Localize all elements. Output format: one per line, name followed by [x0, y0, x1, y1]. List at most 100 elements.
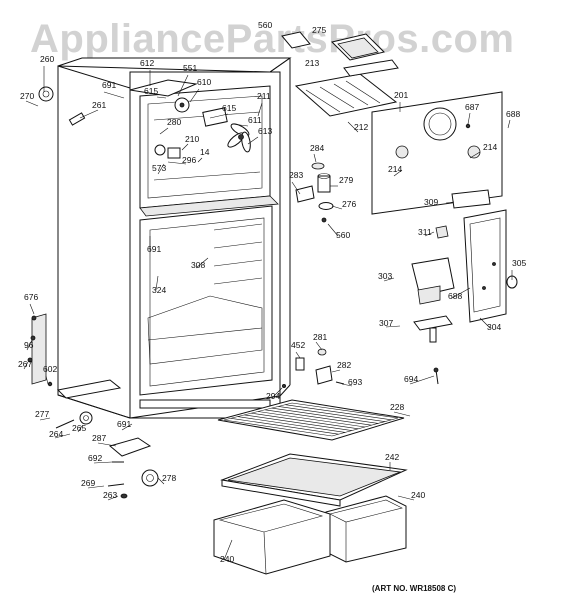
part-label-691c[interactable]: 691: [117, 419, 131, 429]
part-label-280[interactable]: 280: [167, 117, 181, 127]
lower-left-parts: [27, 315, 159, 499]
leader-line: [469, 151, 481, 159]
part-label-211[interactable]: 211: [257, 91, 271, 101]
part-label-615a[interactable]: 615: [144, 86, 158, 96]
part-label-278[interactable]: 278: [162, 473, 176, 483]
leader-line: [295, 351, 301, 359]
leader-line: [331, 205, 343, 210]
part-label-260[interactable]: 260: [40, 54, 54, 64]
leader-line: [167, 161, 187, 165]
part-label-267[interactable]: 267: [18, 359, 32, 369]
part-label-212[interactable]: 212: [354, 122, 368, 132]
shelf-wire: [285, 404, 392, 421]
part-label-688a[interactable]: 688: [506, 109, 520, 119]
part-label-693[interactable]: 693: [348, 377, 362, 387]
part-label-551[interactable]: 551: [183, 63, 197, 73]
leader-line: [45, 375, 49, 385]
part-label-284[interactable]: 284: [310, 143, 324, 153]
leader-line: [156, 96, 167, 99]
part-label-308[interactable]: 308: [191, 260, 205, 270]
part-label-240a[interactable]: 240: [411, 490, 425, 500]
part-label-294[interactable]: 294: [266, 391, 280, 401]
part-label-303[interactable]: 303: [378, 271, 392, 281]
part-label-264[interactable]: 264: [49, 429, 63, 439]
part-label-261[interactable]: 261: [92, 100, 106, 110]
leader-line: [479, 317, 491, 329]
part-label-560b[interactable]: 560: [336, 230, 350, 240]
part-label-263[interactable]: 263: [103, 490, 117, 500]
leader-line: [313, 153, 317, 163]
shelf-wire: [264, 409, 372, 426]
leader-line: [107, 495, 119, 501]
part-label-96[interactable]: 96: [24, 340, 34, 350]
part-label-242[interactable]: 242: [385, 452, 399, 462]
part-label-270[interactable]: 270: [20, 91, 34, 101]
leader-line: [291, 181, 301, 195]
part-label-214a[interactable]: 214: [483, 142, 497, 152]
part-label-276[interactable]: 276: [342, 199, 356, 209]
part-label-296[interactable]: 296: [182, 155, 196, 165]
part-label-210[interactable]: 210: [185, 134, 199, 144]
leader-line: [393, 169, 403, 177]
part-label-573[interactable]: 573: [152, 163, 166, 173]
leader-line: [25, 100, 39, 107]
shelf-wire: [251, 412, 359, 430]
part-label-560a[interactable]: 560: [258, 20, 272, 30]
part-label-687[interactable]: 687: [465, 102, 479, 112]
part-label-304[interactable]: 304: [487, 322, 501, 332]
part-label-691a[interactable]: 691: [102, 80, 116, 90]
shelf-wire: [271, 407, 379, 424]
part-label-201[interactable]: 201: [394, 90, 408, 100]
leader-line: [271, 387, 283, 399]
part-label-311[interactable]: 311: [418, 227, 432, 237]
part-label-228[interactable]: 228: [390, 402, 404, 412]
shelf-242: [220, 453, 408, 507]
leader-line: [445, 201, 455, 204]
leader-line: [247, 136, 259, 145]
part-label-615b[interactable]: 615: [222, 103, 236, 113]
part-label-240b[interactable]: 240: [220, 554, 234, 564]
part-label-688b[interactable]: 688: [448, 291, 462, 301]
part-label-287[interactable]: 287: [92, 433, 106, 443]
leader-line: [327, 223, 339, 237]
part-label-279[interactable]: 279: [339, 175, 353, 185]
cabinet: [31, 57, 292, 419]
part-label-694[interactable]: 694: [404, 374, 418, 384]
part-label-307[interactable]: 307: [379, 318, 393, 328]
leader-line: [177, 74, 189, 97]
leader-line: [315, 341, 323, 351]
part-label-324[interactable]: 324: [152, 285, 166, 295]
part-label-277[interactable]: 277: [35, 409, 49, 419]
part-label-612[interactable]: 612: [140, 58, 154, 68]
part-label-283[interactable]: 283: [289, 170, 303, 180]
part-label-692[interactable]: 692: [88, 453, 102, 463]
leader-line: [409, 375, 435, 385]
part-label-610[interactable]: 610: [197, 77, 211, 87]
leader-line: [29, 303, 35, 315]
part-label-305[interactable]: 305: [512, 258, 526, 268]
part-label-214b[interactable]: 214: [388, 164, 402, 174]
part-label-611[interactable]: 611: [248, 115, 262, 125]
part-label-613[interactable]: 613: [258, 126, 272, 136]
part-label-282[interactable]: 282: [337, 360, 351, 370]
part-label-265[interactable]: 265: [72, 423, 86, 433]
leader-line: [424, 231, 435, 237]
part-label-676[interactable]: 676: [24, 292, 38, 302]
part-label-602[interactable]: 602: [43, 364, 57, 374]
leader-line: [507, 119, 511, 129]
leader-line: [231, 123, 249, 127]
part-label-14[interactable]: 14: [200, 147, 210, 157]
leader-line: [23, 361, 29, 370]
part-label-281[interactable]: 281: [313, 332, 327, 342]
part-label-213[interactable]: 213: [305, 58, 319, 68]
part-label-269[interactable]: 269: [81, 478, 95, 488]
leader-line: [257, 102, 263, 117]
part-label-452[interactable]: 452: [291, 340, 305, 350]
part-label-691b[interactable]: 691: [147, 244, 161, 254]
leader-line: [155, 275, 159, 291]
leader-line: [341, 383, 353, 387]
leader-line: [26, 339, 33, 351]
shelf-wire: [278, 406, 385, 422]
part-label-309[interactable]: 309: [424, 197, 438, 207]
part-label-275[interactable]: 275: [312, 25, 326, 35]
